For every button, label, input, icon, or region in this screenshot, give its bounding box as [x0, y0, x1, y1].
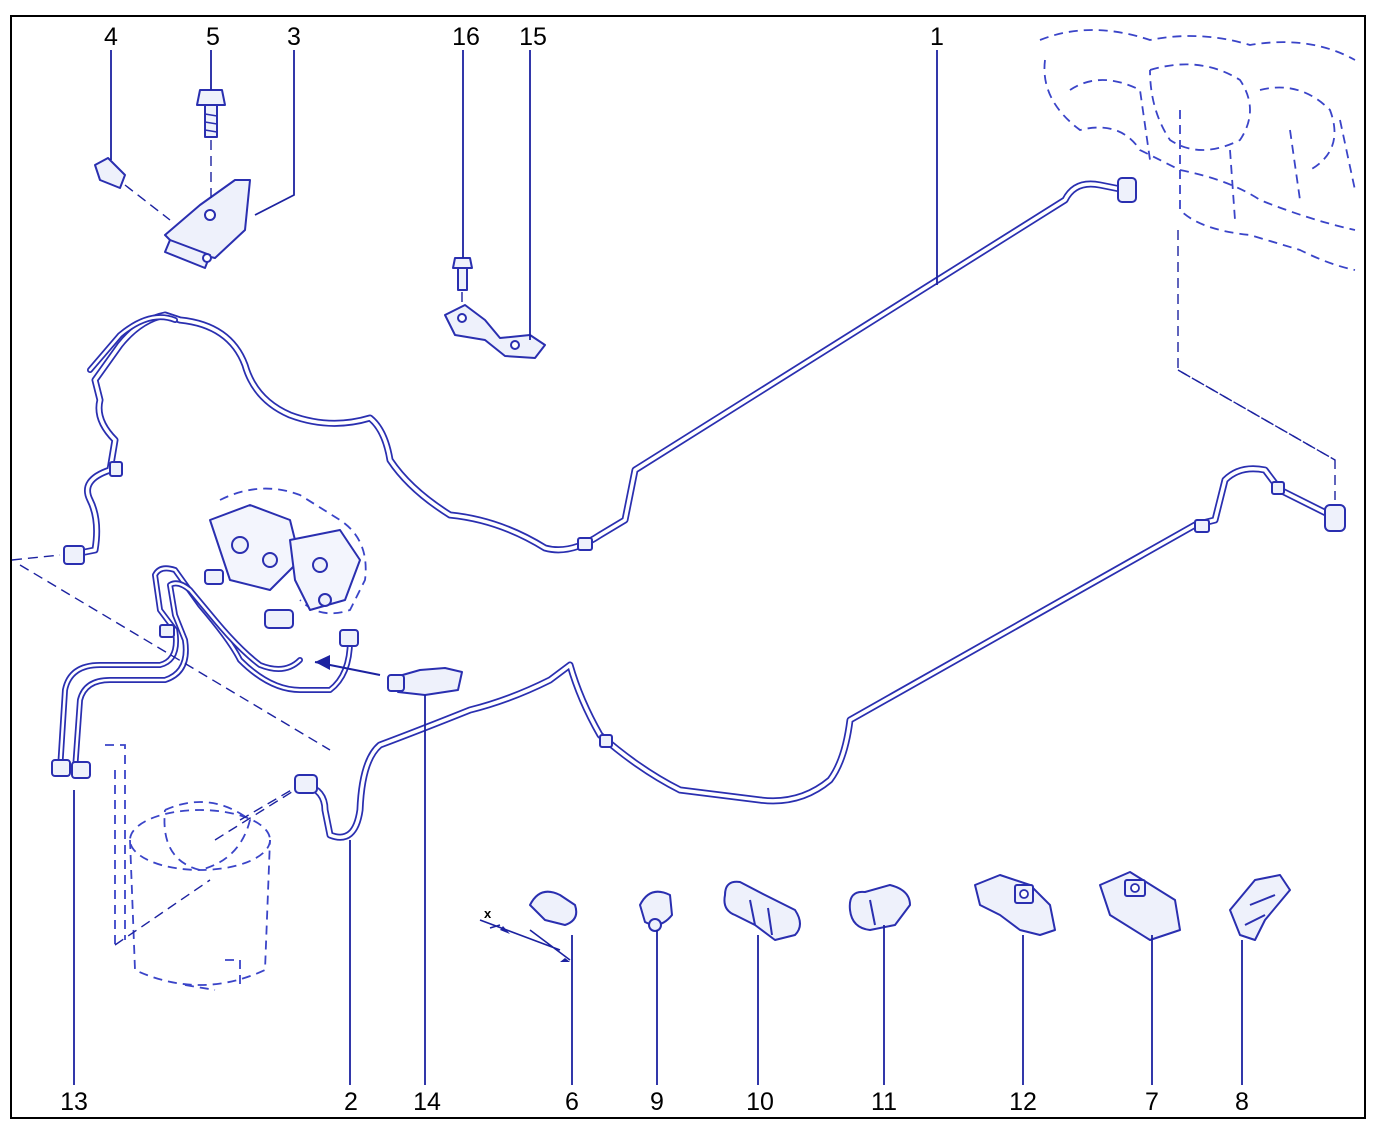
callout-11: 11	[871, 1088, 897, 1116]
callout-8: 8	[1235, 1088, 1249, 1116]
fuel-filter-outline	[105, 744, 301, 991]
clip-11	[848, 884, 911, 931]
callout-5: 5	[206, 23, 220, 51]
callout-3: 3	[287, 23, 301, 51]
fuel-pipe-2	[294, 465, 1346, 841]
leader-lines	[73, 50, 1243, 1085]
clip-10	[723, 880, 801, 941]
clip-9	[639, 890, 673, 932]
callout-14: 14	[413, 1088, 441, 1116]
link-line	[11, 554, 61, 561]
screw-16	[452, 257, 473, 315]
link-line	[19, 564, 331, 751]
callout-12: 12	[1009, 1088, 1037, 1116]
callout-9: 9	[650, 1088, 664, 1116]
callout-16: 16	[452, 23, 480, 51]
fuel-pipe-1	[63, 177, 1137, 565]
bracket-14	[314, 655, 463, 696]
fuel-pipe-13	[51, 565, 359, 779]
bracket-3	[164, 179, 251, 269]
clip-12	[974, 874, 1056, 936]
callout-7: 7	[1145, 1088, 1159, 1116]
clip-7	[1099, 871, 1181, 941]
engine-block-outline	[1039, 29, 1356, 500]
callout-10: 10	[746, 1088, 774, 1116]
clip-4	[94, 157, 171, 221]
callout-labels: 4 5 3 16 15 1 13 2 14 6 9 10 11 12 7 8	[60, 23, 1249, 1116]
callout-2: 2	[344, 1088, 358, 1116]
clip-8	[1229, 874, 1291, 941]
link-line	[1177, 369, 1336, 461]
bracket-15	[444, 304, 546, 359]
clip-6	[479, 890, 578, 962]
dimension-x-label: x	[484, 906, 492, 921]
callout-6: 6	[565, 1088, 579, 1116]
callout-4: 4	[104, 23, 118, 51]
callout-13: 13	[60, 1088, 88, 1116]
screw-5	[196, 89, 226, 200]
injection-pump	[204, 487, 367, 629]
callout-1: 1	[930, 23, 944, 51]
diagram-frame	[10, 15, 1366, 1119]
callout-15: 15	[519, 23, 547, 51]
